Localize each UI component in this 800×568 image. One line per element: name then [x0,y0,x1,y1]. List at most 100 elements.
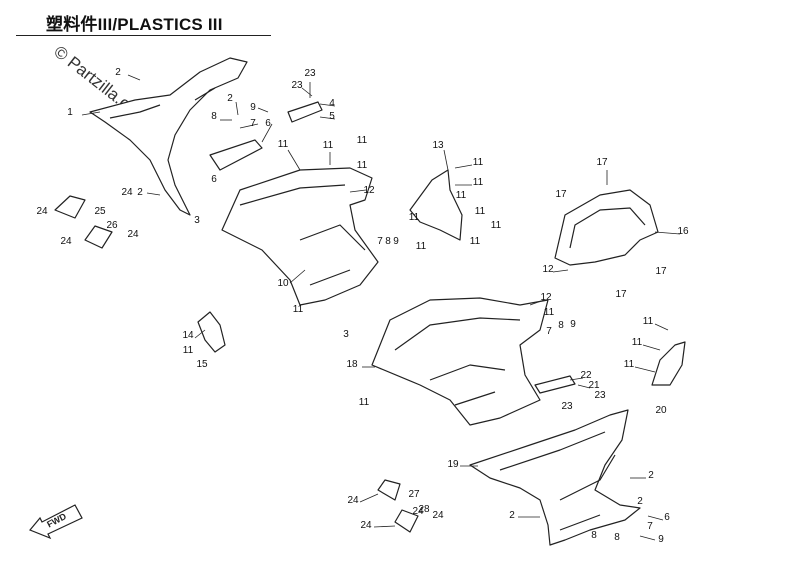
callout-23: 23 [304,68,316,79]
part-lower-center-panel [371,297,549,426]
leader-line [349,189,367,193]
callout-24: 24 [412,506,424,517]
callout-24: 24 [347,495,359,506]
callout-3: 3 [194,215,200,226]
callout-9: 9 [250,102,256,113]
callout-8: 8 [591,530,597,541]
callout-11: 11 [357,160,368,171]
leader-line [647,515,664,521]
callout-23: 23 [594,390,606,401]
part-bracket-13 [409,169,463,241]
callout-11: 11 [416,241,427,252]
callout-24: 24 [121,187,133,198]
callout-10: 10 [277,278,289,289]
leader-line [359,493,379,503]
callout-12: 12 [363,185,375,196]
part-inner-center-panel [221,167,379,306]
callout-11: 11 [456,190,467,201]
callout-24: 24 [360,520,372,531]
leader-line [443,149,449,171]
leader-line [577,384,591,389]
part-bracket-25 [54,195,86,219]
callout-11: 11 [544,307,555,318]
part-bracket-26 [84,225,113,249]
leader-line [146,192,161,196]
callout-9: 9 [393,236,399,247]
callout-8: 8 [558,320,564,331]
callout-27: 27 [408,489,420,500]
callout-2: 2 [227,93,233,104]
callout-11: 11 [632,337,643,348]
callout-25: 25 [94,206,106,217]
callout-11: 11 [473,157,484,168]
callout-11: 11 [183,345,194,356]
part-panel-20 [651,341,686,386]
callout-6: 6 [664,512,670,523]
callout-11: 11 [470,236,481,247]
callout-8: 8 [614,532,620,543]
callout-11: 11 [357,135,368,146]
part-bracket-28 [394,509,419,533]
leader-line [654,231,681,235]
callout-6: 6 [265,118,271,129]
leader-lines [81,74,681,541]
title-underline [16,35,271,36]
callout-11: 11 [323,140,334,151]
callout-24: 24 [432,510,444,521]
callout-17: 17 [555,189,567,200]
callout-23: 23 [561,401,573,412]
callout-12: 12 [540,292,552,303]
callout-8: 8 [385,236,391,247]
callout-2: 2 [137,187,143,198]
callout-5: 5 [329,111,335,122]
callout-9: 9 [570,319,576,330]
part-clip-4-5 [287,101,323,123]
part-clip-21-22 [534,375,576,394]
callout-17: 17 [615,289,627,300]
leader-line [569,377,584,381]
callout-15: 15 [196,359,208,370]
callout-28: 28 [418,504,430,515]
callout-2: 2 [115,67,121,78]
callout-4: 4 [329,98,335,109]
leader-line [194,329,206,339]
part-bracket-27 [377,479,401,501]
callout-9: 9 [658,534,664,545]
leader-line [319,103,336,107]
leader-line [319,116,336,120]
leader-line [287,149,301,171]
callout-7: 7 [647,521,653,532]
callout-1: 1 [67,107,73,118]
callout-2: 2 [637,496,643,507]
leader-line [639,535,656,541]
callout-17: 17 [655,266,667,277]
callout-7: 7 [546,326,552,337]
callout-11: 11 [293,304,304,315]
leader-line [454,164,473,169]
callout-11: 11 [278,139,289,150]
callout-14: 14 [182,330,194,341]
callout-24: 24 [127,229,139,240]
callout-20: 20 [655,405,667,416]
part-upper-right-panel [554,189,659,266]
callout-8: 8 [211,111,217,122]
callout-24: 24 [60,236,72,247]
callout-16: 16 [677,226,689,237]
callout-11: 11 [409,212,420,223]
callout-12: 12 [542,264,554,275]
part-bracket-14 [197,311,226,353]
callout-18: 18 [346,359,358,370]
callout-3: 3 [343,329,349,340]
leader-line [261,123,273,143]
callout-6: 6 [211,174,217,185]
leader-line [239,123,259,129]
callout-26: 26 [106,220,118,231]
part-bracket-6 [209,139,263,171]
fwd-arrow: FWD [29,504,83,540]
callout-7: 7 [250,118,256,129]
callout-17: 17 [596,157,608,168]
leader-line [127,74,141,81]
leader-line [289,269,306,284]
